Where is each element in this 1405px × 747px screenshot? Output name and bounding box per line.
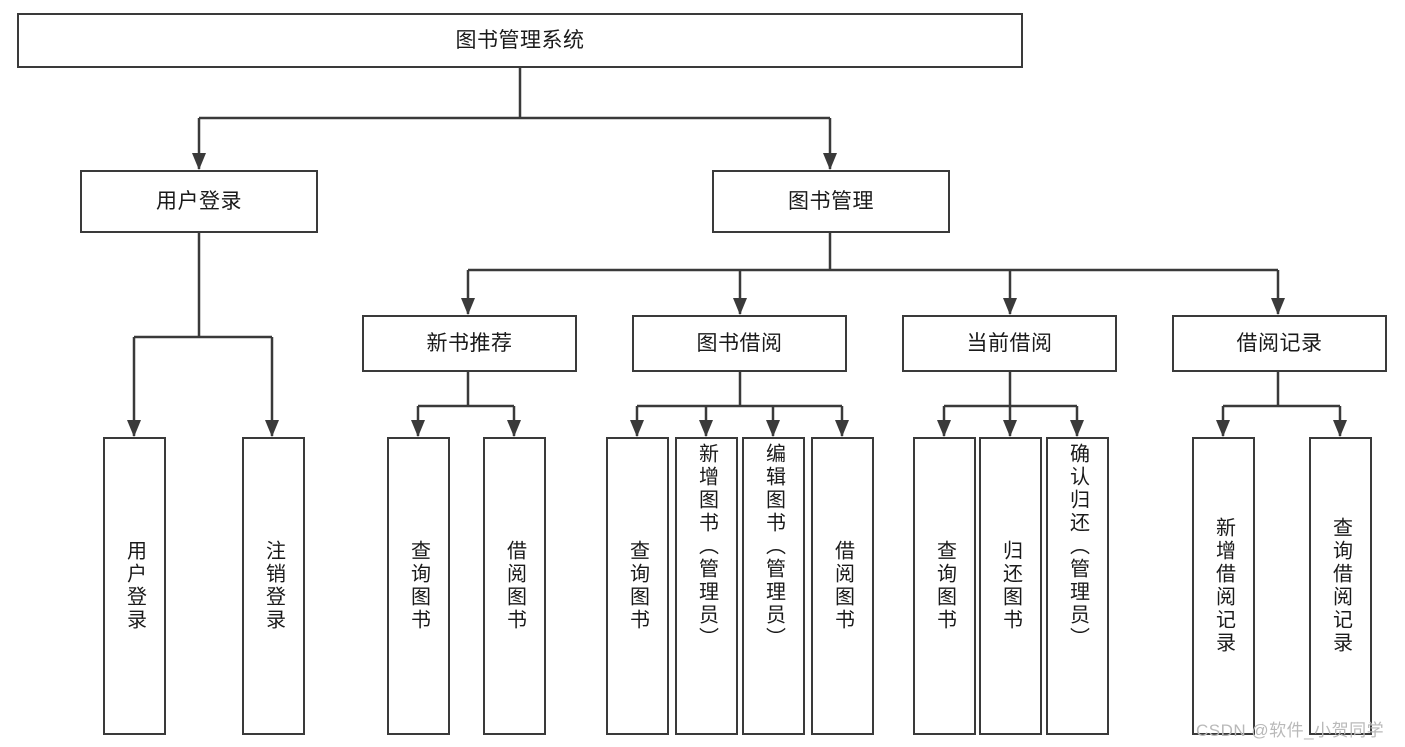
node-label: 确认归还（管理员） [1066,443,1089,650]
node-label: 当前借阅 [966,331,1053,355]
arrow-head-icon [1003,298,1017,315]
node-leaf-borrow-book-1[interactable]: 借阅图书 [483,437,546,735]
arrow-head-icon [733,298,747,315]
node-label: 图书借阅 [696,331,783,355]
arrow-head-icon [630,420,644,437]
node-label: 查询图书 [407,540,430,632]
node-label: 查询借阅记录 [1329,517,1352,655]
node-book-borrow[interactable]: 图书借阅 [632,315,847,372]
node-label: 用户登录 [156,189,242,213]
arrow-head-icon [265,420,279,437]
arrow-head-icon [127,420,141,437]
node-label: 新增图书（管理员） [695,443,718,650]
node-leaf-confirm-return[interactable]: 确认归还（管理员） [1046,437,1109,735]
node-new-book-rec[interactable]: 新书推荐 [362,315,577,372]
node-leaf-query-book-1[interactable]: 查询图书 [387,437,450,735]
node-book-manage[interactable]: 图书管理 [712,170,950,233]
arrow-head-icon [507,420,521,437]
node-label: 查询图书 [933,540,956,632]
node-leaf-add-borrow-rec[interactable]: 新增借阅记录 [1192,437,1255,735]
node-leaf-borrow-book-2[interactable]: 借阅图书 [811,437,874,735]
arrow-head-icon [1003,420,1017,437]
watermark: CSDN @软件_小贺同学 [1196,721,1385,740]
node-label: 用户登录 [123,540,146,632]
arrow-head-icon [766,420,780,437]
arrow-head-icon [823,153,837,170]
arrow-head-icon [1271,298,1285,315]
arrow-head-icon [937,420,951,437]
node-label: 借阅记录 [1236,331,1323,355]
node-root-title[interactable]: 图书管理系统 [17,13,1023,68]
arrow-head-icon [699,420,713,437]
node-borrow-record[interactable]: 借阅记录 [1172,315,1387,372]
node-label: 图书管理 [788,189,874,213]
node-leaf-query-book-2[interactable]: 查询图书 [606,437,669,735]
node-leaf-query-borrow-rec[interactable]: 查询借阅记录 [1309,437,1372,735]
arrow-head-icon [1216,420,1230,437]
node-label: 借阅图书 [831,540,854,632]
node-leaf-edit-book[interactable]: 编辑图书（管理员） [742,437,805,735]
arrow-head-icon [1333,420,1347,437]
node-label: 新书推荐 [426,331,513,355]
node-label: 借阅图书 [503,540,526,632]
arrow-head-icon [461,298,475,315]
arrow-head-icon [835,420,849,437]
node-current-borrow[interactable]: 当前借阅 [902,315,1117,372]
node-label: 注销登录 [262,540,285,632]
arrow-head-icon [192,153,206,170]
node-user-login[interactable]: 用户登录 [80,170,318,233]
arrow-head-icon [411,420,425,437]
node-label: 图书管理系统 [455,28,585,52]
node-label: 新增借阅记录 [1212,517,1235,655]
node-label: 编辑图书（管理员） [762,443,785,650]
node-leaf-add-book[interactable]: 新增图书（管理员） [675,437,738,735]
node-label: 查询图书 [626,540,649,632]
node-label: 归还图书 [999,540,1022,632]
node-leaf-return-book[interactable]: 归还图书 [979,437,1042,735]
arrow-head-icon [1070,420,1084,437]
node-leaf-user-login[interactable]: 用户登录 [103,437,166,735]
node-leaf-query-book-3[interactable]: 查询图书 [913,437,976,735]
node-leaf-user-logout[interactable]: 注销登录 [242,437,305,735]
